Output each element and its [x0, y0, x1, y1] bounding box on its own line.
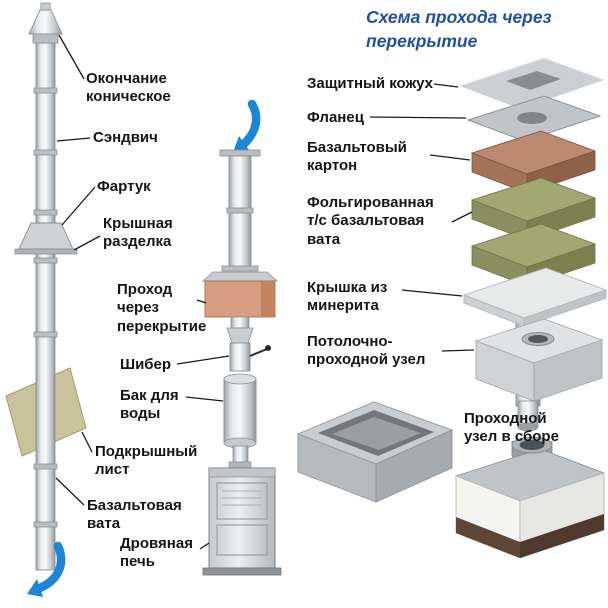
cap-collar [32, 33, 59, 44]
stove-collar [228, 461, 252, 469]
stove-base [202, 567, 282, 576]
sandwich-joint [226, 207, 254, 214]
collar-hole [519, 440, 545, 450]
damper-handle [249, 348, 268, 357]
label-water-tank: Бак для воды [120, 387, 179, 423]
label-damper: Шибер [120, 356, 172, 373]
label-ceiling-passage: Проход через перекрытие [117, 281, 207, 335]
label-assembled-unit: Проходной узел в сборе [464, 410, 559, 446]
label-minerite-cover: Крышка из минерита [307, 279, 388, 315]
middle-stove-assembly [201, 99, 282, 576]
ceiling-box-illustration [296, 401, 454, 503]
sandwich-top-flange [219, 149, 261, 157]
wood-stove [202, 467, 282, 576]
assembled-unit-illustration [454, 436, 606, 559]
water-tank-top [223, 373, 257, 385]
stack-pipe-end [517, 422, 539, 432]
cap-stub [40, 2, 51, 11]
unit-collar-hole [528, 335, 548, 343]
minerite-cover-plate [462, 267, 608, 327]
casing-hole [506, 71, 561, 90]
exploded-stack-illustration [460, 58, 608, 432]
passage-block-shade [261, 281, 275, 317]
label-roof-flashing: Крышная разделка [103, 215, 173, 251]
damper-knob [265, 345, 271, 351]
curved-arrow-down-icon [232, 99, 261, 155]
label-protective-casing: Защитный кожух [307, 75, 433, 92]
label-conical-ending: Окончание коническое [86, 70, 171, 106]
curved-arrow-down-icon [27, 541, 66, 597]
conical-cap [28, 9, 63, 35]
label-ceiling-pass-unit: Потолочно- проходной узел [307, 333, 426, 369]
water-tank-body [223, 378, 257, 444]
box-cavity-floor [332, 417, 421, 450]
left-chimney-illustration [5, 2, 87, 597]
label-foil-basalt-wool: Фольгированная т/с базальтовая вата [307, 194, 434, 248]
label-underroof-sheet: Подкрышный лист [95, 443, 198, 479]
leader-lines [55, 34, 475, 550]
label-basalt-cardboard: Базальтовый картон [307, 139, 407, 175]
diagram-title: Схема прохода через перекрытие [366, 7, 552, 51]
sandwich-bottom-flange [221, 265, 259, 272]
unit-wood-band-right [520, 514, 604, 558]
label-sandwich: Сэндвич [93, 129, 158, 146]
pipe-joints [33, 87, 58, 528]
apron-cone [18, 222, 74, 250]
passage-top-plate [201, 271, 279, 282]
unit-wood-band-left [456, 517, 520, 558]
roof-flashing-base [14, 248, 78, 255]
ceiling-pass-unit-box [474, 318, 604, 402]
passage-lower-pipe [230, 316, 250, 329]
label-apron: Фартук [97, 178, 151, 195]
label-flange: Фланец [307, 109, 364, 126]
chimney-pipe [35, 42, 56, 571]
damper-pipe [229, 342, 251, 372]
flange-hole [517, 112, 547, 124]
reducer [226, 327, 254, 344]
label-wood-stove: Дровяная печь [120, 535, 193, 571]
label-basalt-wool: Базальтовая вата [87, 497, 182, 533]
